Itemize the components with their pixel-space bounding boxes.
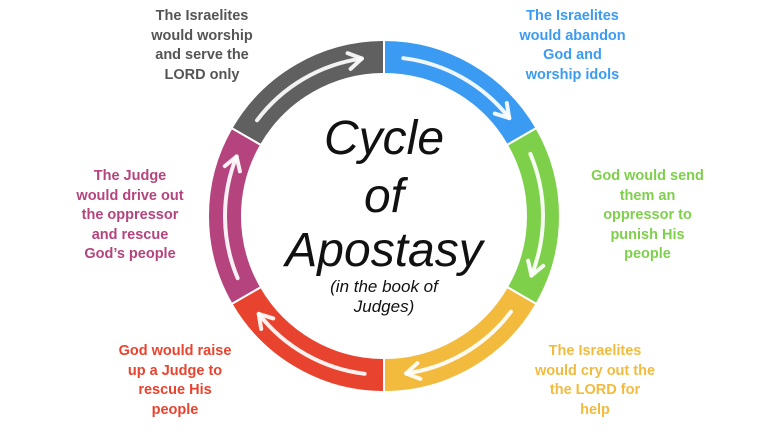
label-line: people: [151, 401, 199, 418]
subtitle-line-2: Judges): [353, 297, 415, 316]
label-line: and serve the: [155, 47, 249, 63]
stage-label-oppressor: God would send them an oppressor to puni…: [570, 167, 725, 265]
arrow-shaft-raise: [256, 311, 367, 376]
label-line: God’s people: [84, 246, 176, 262]
label-line: The Israelites: [548, 343, 642, 359]
label-line: the LORD for: [549, 382, 641, 398]
label-line: up a Judge to: [127, 362, 223, 379]
arrow-shaft-cry: [404, 309, 513, 376]
stage-label-worship: The Israelites would worship and serve t…: [122, 7, 282, 85]
subtitle-line-1: (in the book of: [330, 277, 438, 296]
label-line: God would send: [591, 168, 704, 184]
label-line: people: [624, 246, 671, 262]
ring-segment-worship: [230, 38, 385, 147]
arrow-shaft-worship: [255, 56, 364, 123]
stage-label-abandon: The Israelites would abandon God and wor…: [495, 7, 650, 85]
stage-label-cry: The Israelites would cry out the the LOR…: [515, 342, 675, 420]
label-line: punish His: [610, 226, 685, 243]
arrow-head-icon: [256, 311, 276, 331]
stage-label-judge: The Judge would drive out the oppressor …: [55, 167, 205, 265]
label-line: would cry out the: [534, 362, 656, 379]
arrow-shaft-judge: [223, 154, 240, 281]
label-line: would drive out: [76, 187, 184, 204]
label-line: The Israelites: [155, 8, 249, 24]
label-line: God and: [543, 47, 602, 63]
label-line: and rescue: [91, 226, 169, 243]
arrow-head-icon: [526, 258, 546, 278]
label-line: oppressor to: [603, 207, 692, 223]
arrow-shaft-abandon: [401, 56, 512, 121]
arrow-head-icon: [404, 361, 423, 381]
title-apostasy: Apostasy: [285, 224, 483, 277]
label-line: help: [580, 401, 610, 418]
stage-label-raise: God would raise up a Judge to rescue His…: [95, 342, 255, 420]
title-of: of: [363, 170, 405, 223]
label-line: would abandon: [519, 27, 626, 44]
ring-segment-oppressor: [505, 126, 561, 306]
label-line: God would raise: [118, 343, 232, 359]
label-line: LORD only: [164, 66, 240, 83]
arrow-head-icon: [222, 154, 242, 174]
label-line: would worship: [151, 27, 253, 44]
arrow-head-icon: [345, 51, 364, 71]
label-line: them an: [619, 187, 676, 204]
label-line: worship idols: [525, 66, 620, 83]
title-cycle: Cycle: [323, 112, 445, 165]
label-line: rescue His: [138, 382, 212, 398]
arrow-shaft-oppressor: [528, 151, 545, 278]
label-line: The Israelites: [526, 8, 619, 24]
label-line: The Judge: [93, 168, 167, 184]
arrow-head-icon: [492, 101, 512, 121]
label-line: the oppressor: [81, 207, 179, 223]
